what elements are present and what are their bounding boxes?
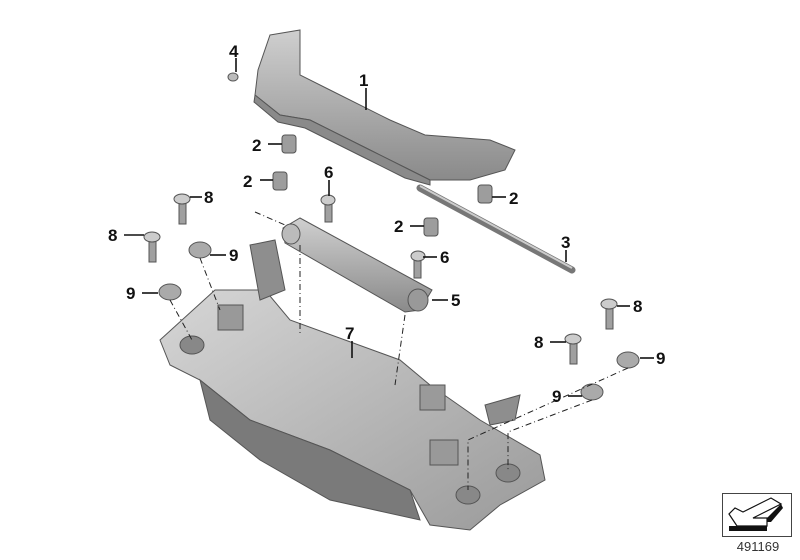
label-part-8: 8: [108, 226, 117, 245]
bracket-part-1: [253, 29, 516, 186]
label-part-2: 2: [394, 217, 403, 236]
nuts-part-2: [227, 72, 493, 237]
label-part-6: 6: [440, 248, 449, 267]
label-part-8: 8: [534, 333, 543, 352]
tube-part-5: [281, 217, 433, 313]
bolts-and-washers: [143, 193, 640, 401]
carrier-frame-part-7: [159, 239, 546, 531]
orientation-arrow-icon: [722, 493, 792, 537]
label-part-9: 9: [229, 246, 238, 265]
label-part-9: 9: [552, 387, 561, 406]
label-part-2: 2: [252, 136, 261, 155]
label-part-4: 4: [229, 42, 239, 61]
label-part-9: 9: [656, 349, 665, 368]
label-part-5: 5: [451, 291, 460, 310]
assembly-lines: [169, 211, 629, 490]
label-part-3: 3: [561, 233, 570, 252]
label-part-9: 9: [126, 284, 135, 303]
label-part-7: 7: [345, 324, 354, 343]
label-part-2: 2: [509, 189, 518, 208]
reference-number: 491169: [736, 539, 780, 554]
label-part-8: 8: [204, 188, 213, 207]
rod-part-3: [416, 184, 576, 274]
label-part-2: 2: [243, 172, 252, 191]
label-part-8: 8: [633, 297, 642, 316]
label-part-1: 1: [359, 71, 368, 90]
leader-lines: [124, 58, 654, 397]
label-part-6: 6: [324, 163, 333, 182]
